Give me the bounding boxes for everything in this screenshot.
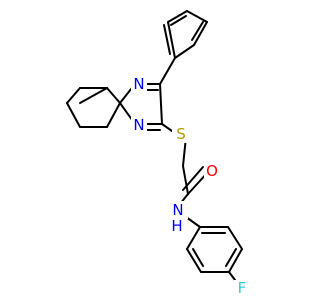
atom-label-background	[131, 117, 147, 134]
atom-label-n2: N	[131, 116, 147, 134]
fluorophenyl-ring	[185, 216, 243, 285]
bond	[182, 166, 204, 191]
bond	[106, 87, 121, 104]
atom-label-background	[168, 201, 188, 219]
bond	[170, 15, 187, 26]
atom-s-symbol: S	[176, 125, 186, 143]
atom-label-o: O	[204, 162, 221, 180]
atom-label-background	[172, 126, 189, 143]
atom-n-amide-symbol: N	[172, 201, 183, 219]
atom-n2-symbol: N	[133, 116, 144, 134]
bond	[159, 57, 176, 85]
atom-label-f: F	[234, 279, 250, 297]
bond	[185, 216, 201, 228]
bond	[163, 24, 171, 55]
bond	[79, 87, 108, 104]
bond	[106, 102, 121, 128]
bond	[186, 10, 208, 23]
drawing-background	[0, 0, 300, 300]
bond	[174, 44, 195, 59]
bond	[182, 165, 189, 195]
bond	[227, 226, 243, 250]
molecule-structure-drawing: N N S O N H F	[0, 0, 300, 300]
bond	[66, 87, 81, 104]
atom-f-symbol: F	[238, 279, 247, 297]
atom-n1-symbol: N	[133, 75, 144, 93]
bond	[192, 248, 204, 267]
atom-label-h-amide: H	[168, 217, 186, 236]
atom-h-amide-symbol: H	[171, 217, 182, 235]
bond	[186, 226, 201, 250]
bond	[159, 83, 163, 125]
cyclohexane-ring	[66, 87, 121, 128]
atom-label-background	[234, 280, 250, 297]
atom-label-background	[131, 76, 147, 93]
phenyl-ring	[159, 10, 208, 85]
bond	[167, 10, 188, 23]
atom-label-background	[168, 218, 186, 236]
atom-label-n1: N	[131, 75, 147, 93]
bond	[186, 248, 202, 273]
atom-label-n-amide: N	[168, 201, 188, 219]
bond	[161, 123, 173, 132]
atom-label-background	[204, 163, 221, 180]
atom-o-symbol: O	[206, 162, 218, 180]
bond	[66, 102, 81, 128]
bond	[191, 21, 204, 41]
atom-label-s: S	[172, 125, 189, 143]
bond	[167, 21, 176, 59]
bond	[228, 248, 243, 273]
bond	[225, 248, 237, 267]
bond	[193, 21, 208, 46]
